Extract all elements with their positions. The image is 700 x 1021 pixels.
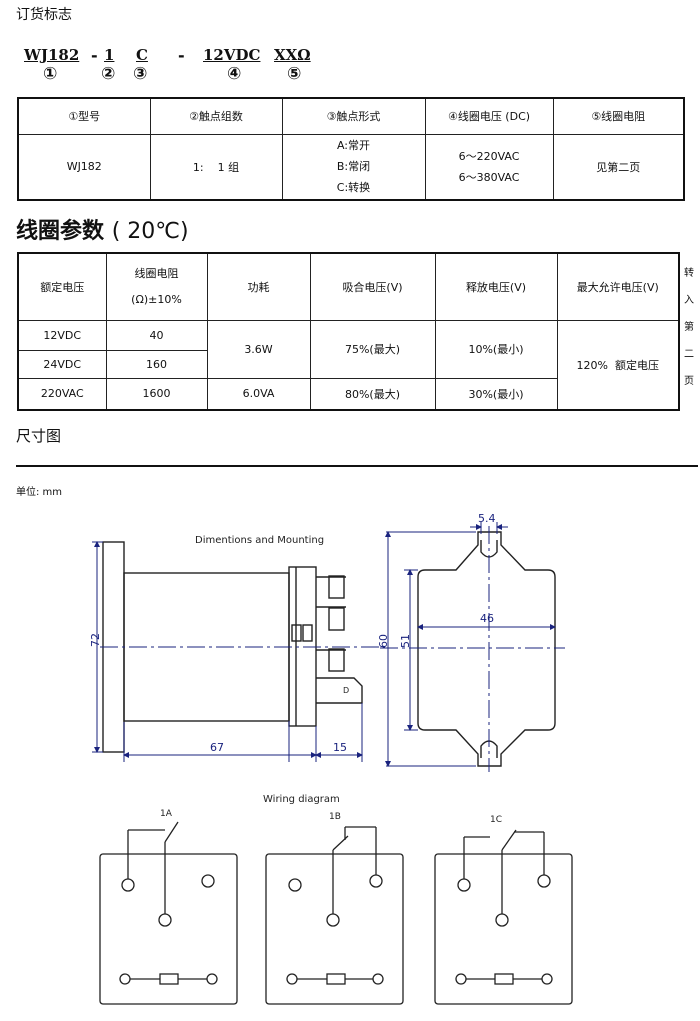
marker-2: ② [101, 64, 116, 84]
wiring-1b [265, 826, 404, 1005]
marker-1: ① [43, 64, 58, 84]
dim-46: 46 [480, 612, 494, 625]
side-note: 转 入 第 二 页 [682, 260, 696, 395]
params-header-release: 释放电压(V) [434, 252, 558, 321]
code-form: C [136, 46, 148, 64]
order-header-contacts: ②触点组数 [149, 97, 283, 135]
marker-3: ③ [133, 64, 148, 84]
section-divider [16, 465, 698, 467]
marker-4: ④ [227, 64, 242, 84]
order-cell-model: WJ182 [17, 133, 151, 201]
params-header-coil-res: 线圈电阻 (Ω)±10% [105, 252, 208, 321]
max-voltage: 120% 额定电压 [556, 319, 680, 411]
slot-2 [302, 624, 313, 642]
relay-front-view [417, 531, 556, 767]
code-resistance: XXΩ [274, 46, 311, 64]
row2-res: 160 [105, 349, 208, 379]
screw-1 [328, 575, 345, 599]
params-header-power: 功耗 [206, 252, 311, 321]
order-cell-contacts: 1: 1 组 [149, 133, 283, 201]
wiring-label-1b: 1B [329, 812, 341, 822]
side-note-char-4: 二 [684, 349, 694, 360]
dc-pull: 75%(最大) [309, 319, 436, 379]
params-header-pull: 吸合电压(V) [309, 252, 436, 321]
order-cell-voltages: 6～220VAC 6～380VAC [424, 133, 554, 201]
screw-2 [328, 607, 345, 631]
order-header-voltage: ④线圈电压 (DC) [424, 97, 554, 135]
wiring-1c [434, 829, 573, 1005]
dim-67: 67 [210, 741, 224, 754]
screw-3 [328, 648, 345, 672]
code-dash-2: - [178, 46, 185, 65]
row3-rated: 220VAC [17, 377, 107, 411]
form-c: C:转换 [336, 181, 371, 195]
wiring-label-1a: 1A [160, 809, 173, 819]
ac-pull: 80%(最大) [309, 377, 436, 411]
code-contacts: 1 [104, 46, 115, 64]
code-dash-1: - [91, 46, 98, 65]
dim-60: 60 [377, 634, 390, 648]
coil-res-line1: 线圈电阻 [134, 266, 179, 280]
wiring-label-1c: 1C [490, 815, 502, 825]
order-table: ①型号 ②触点组数 ③触点形式 ④线圈电压 (DC) ⑤线圈电阻 WJ182 1… [17, 97, 685, 201]
row1-rated: 12VDC [17, 319, 107, 351]
order-heading: 订货标志 [16, 7, 72, 23]
dc-power: 3.6W [206, 319, 311, 379]
form-a: A:常开 [336, 139, 371, 153]
slot-1 [291, 624, 302, 642]
params-header-rated: 额定电压 [17, 252, 107, 321]
dim-15: 15 [333, 741, 347, 754]
params-title: 线圈参数 ( 20℃) [16, 213, 189, 245]
voltage-range-2: 6～380VAC [458, 170, 520, 184]
code-model: WJ182 [24, 46, 80, 64]
order-cell-forms: A:常开 B:常闭 C:转换 [281, 133, 426, 201]
side-note-char-1: 转 [684, 268, 694, 279]
ac-release: 30%(最小) [434, 377, 558, 411]
row2-rated: 24VDC [17, 349, 107, 379]
ac-power: 6.0VA [206, 377, 311, 411]
params-table: 额定电压 线圈电阻 (Ω)±10% 功耗 吸合电压(V) 释放电压(V) 最大允… [17, 252, 680, 411]
order-header-model: ①型号 [17, 97, 151, 135]
side-note-char-3: 第 [684, 322, 694, 333]
params-temp: ( 20℃) [111, 219, 189, 244]
dim-51: 51 [399, 634, 412, 648]
coil-res-line2: (Ω)±10% [131, 292, 182, 306]
spade-terminal [316, 677, 363, 704]
dim-72: 72 [89, 633, 102, 647]
row3-res: 1600 [105, 377, 208, 411]
marker-5: ⑤ [287, 64, 302, 84]
dim-5-4: 5.4 [478, 512, 496, 525]
order-header-resistance: ⑤线圈电阻 [552, 97, 685, 135]
order-header-form: ③触点形式 [281, 97, 426, 135]
relay-body [123, 572, 290, 722]
params-title-text: 线圈参数 [16, 219, 105, 244]
order-cell-resistance: 见第二页 [552, 133, 685, 201]
dc-release: 10%(最小) [434, 319, 558, 379]
row1-res: 40 [105, 319, 208, 351]
params-header-max: 最大允许电压(V) [556, 252, 680, 321]
code-voltage: 12VDC [203, 46, 261, 64]
unit-label: 单位: mm [16, 487, 63, 498]
form-b: B:常闭 [336, 160, 371, 174]
side-note-char-2: 入 [684, 295, 694, 306]
drawing-title: Dimentions and Mounting [195, 535, 324, 546]
wiring-1a [99, 821, 238, 1005]
terminal-label: D [343, 686, 349, 695]
technical-drawing: Dimentions and Mounting D 72 67 15 [89, 512, 573, 1005]
side-note-char-5: 页 [684, 376, 694, 387]
voltage-range-1: 6～220VAC [458, 149, 520, 163]
wiring-title: Wiring diagram [263, 794, 340, 805]
dimensions-heading: 尺寸图 [16, 427, 62, 445]
